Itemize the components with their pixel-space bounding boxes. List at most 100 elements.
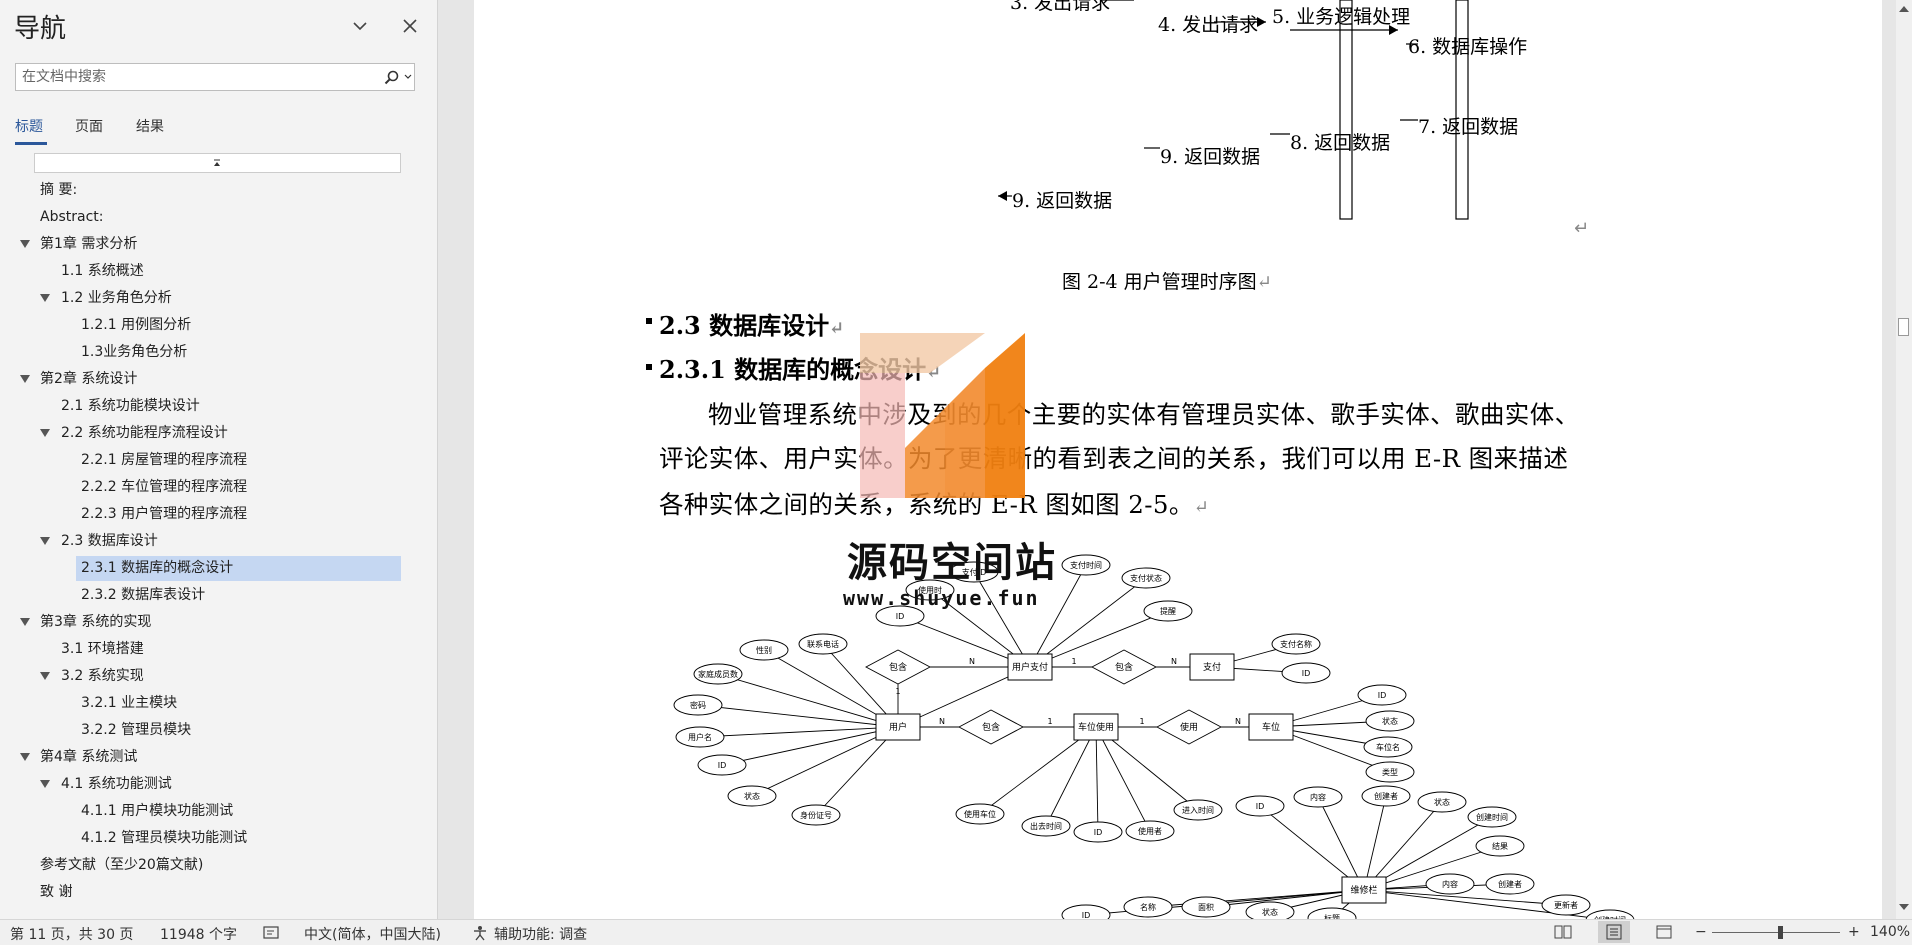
nav-heading-label: 4.1.1 用户模块功能测试 [81, 803, 234, 819]
nav-heading-item[interactable]: 参考文献（至少20篇文献) [0, 852, 437, 879]
collapse-triangle-icon[interactable] [20, 375, 30, 383]
nav-heading-label: 致 谢 [40, 884, 73, 900]
read-mode-icon[interactable] [1554, 924, 1572, 940]
chevron-down-icon[interactable] [346, 12, 374, 40]
er-attribute-label: 身份证号 [800, 810, 832, 820]
nav-heading-item[interactable]: 1.3业务角色分析 [0, 339, 437, 366]
nav-heading-item[interactable]: 4.1.2 管理员模块功能测试 [0, 825, 437, 852]
nav-heading-item[interactable]: 3.1 环境搭建 [0, 636, 437, 663]
sequence-message-label: 9. 返回数据 [1160, 146, 1261, 168]
er-attribute-label: 状态 [1262, 907, 1278, 917]
er-relationship [958, 709, 1024, 745]
nav-heading-item[interactable]: 2.2.3 用户管理的程序流程 [0, 501, 437, 528]
sequence-message-label: 4. 发出请求 [1158, 14, 1259, 36]
nav-heading-item[interactable]: 致 谢 [0, 879, 437, 906]
close-icon[interactable] [396, 12, 424, 40]
er-attribute-label: ID [1094, 828, 1103, 837]
sequence-message-label: 8. 返回数据 [1290, 132, 1391, 154]
collapse-triangle-icon[interactable] [20, 240, 30, 248]
scroll-up-arrow-icon[interactable] [1899, 4, 1909, 12]
accessibility-icon[interactable] [472, 925, 488, 941]
nav-heading-item[interactable]: 4.1.1 用户模块功能测试 [0, 798, 437, 825]
heading-text: 2.3 数据库设计 [659, 311, 830, 340]
collapse-triangle-icon[interactable] [40, 429, 50, 437]
er-entity [1189, 653, 1235, 681]
nav-heading-item[interactable]: 第3章 系统的实现 [0, 609, 437, 636]
collapse-triangle-icon[interactable] [40, 294, 50, 302]
er-attribute-label: 进入时间 [1182, 805, 1214, 815]
er-attribute-label: 名称 [1140, 902, 1156, 912]
tab-results[interactable]: 结果 [136, 119, 164, 135]
zoom-in-button[interactable]: + [1848, 924, 1860, 940]
vertical-scrollbar[interactable] [1896, 0, 1912, 919]
collapse-triangle-icon[interactable] [40, 780, 50, 788]
tab-headings[interactable]: 标题 [15, 119, 43, 135]
accessibility-status[interactable]: 辅助功能: 调查 [494, 927, 588, 943]
er-entity-label: 支付 [1203, 661, 1221, 673]
er-entity [875, 713, 921, 741]
nav-heading-item[interactable]: 3.2.2 管理员模块 [0, 717, 437, 744]
nav-heading-item[interactable]: 2.2.2 车位管理的程序流程 [0, 474, 437, 501]
search-icon[interactable] [383, 69, 401, 87]
er-connector [973, 571, 1031, 668]
nav-scroll-up[interactable] [34, 153, 401, 173]
search-options-chevron-icon[interactable] [404, 74, 412, 80]
er-attribute [1363, 736, 1413, 758]
nav-heading-item[interactable]: 3.2.1 业主模块 [0, 690, 437, 717]
nav-heading-item[interactable]: 2.2 系统功能程序流程设计 [0, 420, 437, 447]
er-attribute [875, 605, 925, 627]
er-attribute [905, 579, 955, 601]
zoom-slider-thumb[interactable] [1778, 926, 1783, 939]
collapse-triangle-icon[interactable] [40, 672, 50, 680]
nav-heading-item[interactable]: 2.2.1 房屋管理的程序流程 [0, 447, 437, 474]
proofing-icon[interactable] [263, 925, 281, 941]
nav-heading-label: 2.2.2 车位管理的程序流程 [81, 479, 248, 495]
nav-heading-item[interactable]: 1.2.1 用例图分析 [0, 312, 437, 339]
pane-splitter[interactable] [437, 0, 475, 919]
er-attribute-label: 使用时 [918, 585, 942, 595]
page-count[interactable]: 第 11 页，共 30 页 [10, 927, 134, 943]
er-entity-label: 用户支付 [1012, 661, 1048, 673]
nav-heading-item[interactable]: Abstract: [0, 204, 437, 231]
collapse-triangle-icon[interactable] [20, 618, 30, 626]
nav-heading-item[interactable]: 2.3 数据库设计 [0, 528, 437, 555]
nav-heading-label: 摘 要: [40, 182, 78, 198]
language-indicator[interactable]: 中文(简体，中国大陆) [304, 927, 441, 943]
nav-heading-item[interactable]: 第1章 需求分析 [0, 231, 437, 258]
collapse-triangle-icon[interactable] [20, 753, 30, 761]
selected-highlight [76, 556, 401, 581]
sequence-arrows [998, 0, 1418, 201]
nav-heading-item[interactable]: 第4章 系统测试 [0, 744, 437, 771]
er-entity [1341, 876, 1387, 904]
tab-pages[interactable]: 页面 [75, 119, 103, 135]
nav-heading-item[interactable]: 2.1 系统功能模块设计 [0, 393, 437, 420]
nav-heading-item[interactable]: 1.1 系统概述 [0, 258, 437, 285]
print-layout-button[interactable] [1598, 921, 1630, 943]
nav-heading-item[interactable]: 1.2 业务角色分析 [0, 285, 437, 312]
heading-2-3: 2.3 数据库设计↵ [659, 306, 844, 341]
zoom-out-button[interactable]: − [1695, 924, 1707, 940]
er-entity [1248, 713, 1294, 741]
nav-heading-item[interactable]: 3.2 系统实现 [0, 663, 437, 690]
scroll-down-arrow-icon[interactable] [1899, 904, 1909, 912]
er-attribute-label: 内容 [1310, 792, 1326, 802]
zoom-slider-track[interactable] [1712, 932, 1840, 933]
zoom-level[interactable]: 140% [1870, 924, 1911, 940]
web-layout-icon[interactable] [1656, 924, 1674, 940]
nav-heading-item[interactable]: 2.3.2 数据库表设计 [0, 582, 437, 609]
word-count[interactable]: 11948 个字 [160, 927, 237, 943]
nav-heading-item[interactable]: 2.3.1 数据库的概念设计 [0, 555, 437, 582]
body-paragraph-line: 物业管理系统中涉及到的几个主要的实体有管理员实体、歌手实体、歌曲实体、 [708, 400, 1580, 429]
nav-heading-item[interactable]: 4.1 系统功能测试 [0, 771, 437, 798]
er-cardinality: 1 [1047, 717, 1052, 726]
scroll-thumb[interactable] [1898, 318, 1909, 336]
nav-heading-item[interactable]: 第2章 系统设计 [0, 366, 437, 393]
collapse-triangle-icon[interactable] [40, 537, 50, 545]
nav-heading-item[interactable]: 摘 要: [0, 177, 437, 204]
er-connector [1045, 726, 1097, 827]
status-bar: 第 11 页，共 30 页 11948 个字 中文(简体，中国大陆) 辅助功能:… [0, 919, 1912, 945]
search-input[interactable] [22, 67, 382, 87]
er-attribute-label: 结果 [1492, 841, 1508, 851]
nav-search-box[interactable] [15, 63, 415, 91]
